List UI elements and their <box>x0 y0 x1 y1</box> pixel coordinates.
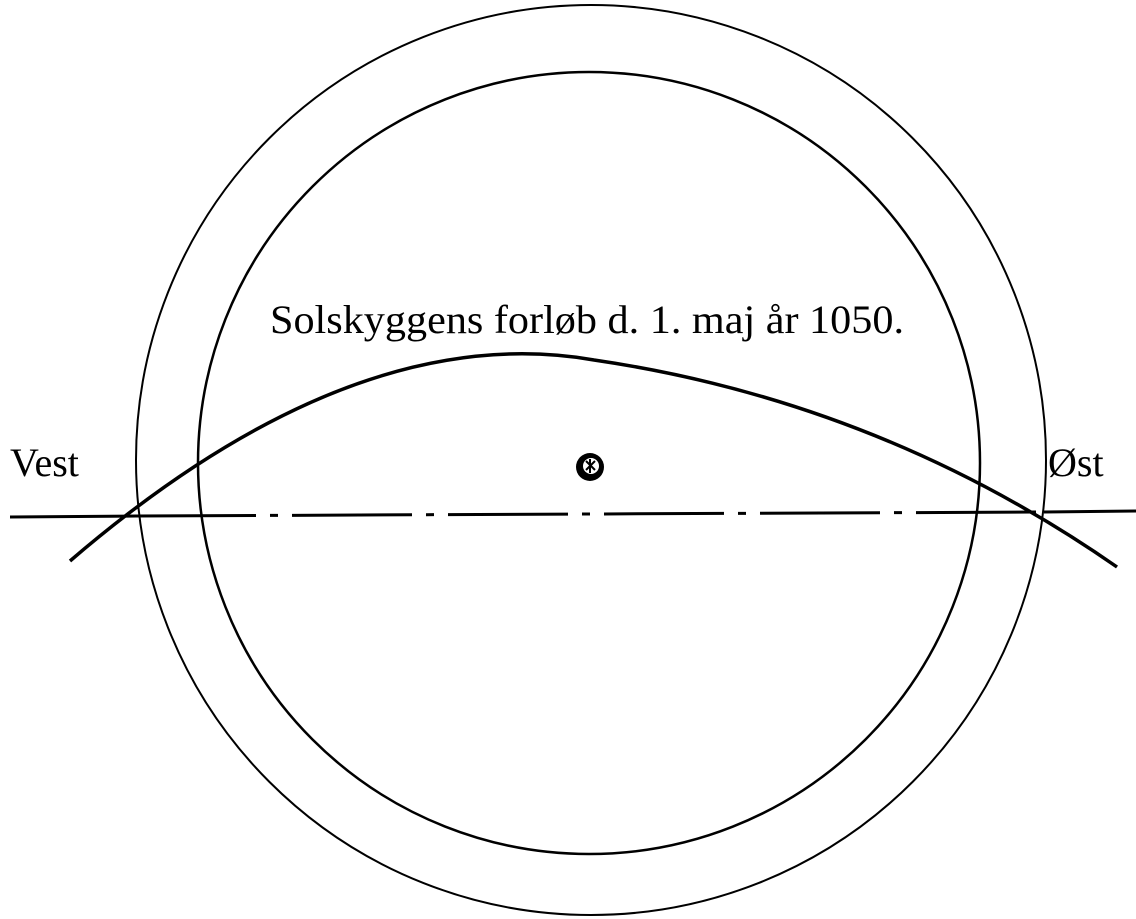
outer-circle <box>135 4 1047 916</box>
west-label: Vest <box>10 440 79 485</box>
shadow-path-arc <box>68 352 1118 569</box>
gnomon-mark <box>576 453 604 481</box>
east-label: Øst <box>1048 440 1104 485</box>
horizon-line <box>9 509 1136 519</box>
diagram-title: Solskyggens forløb d. 1. maj år 1050. <box>270 297 904 342</box>
